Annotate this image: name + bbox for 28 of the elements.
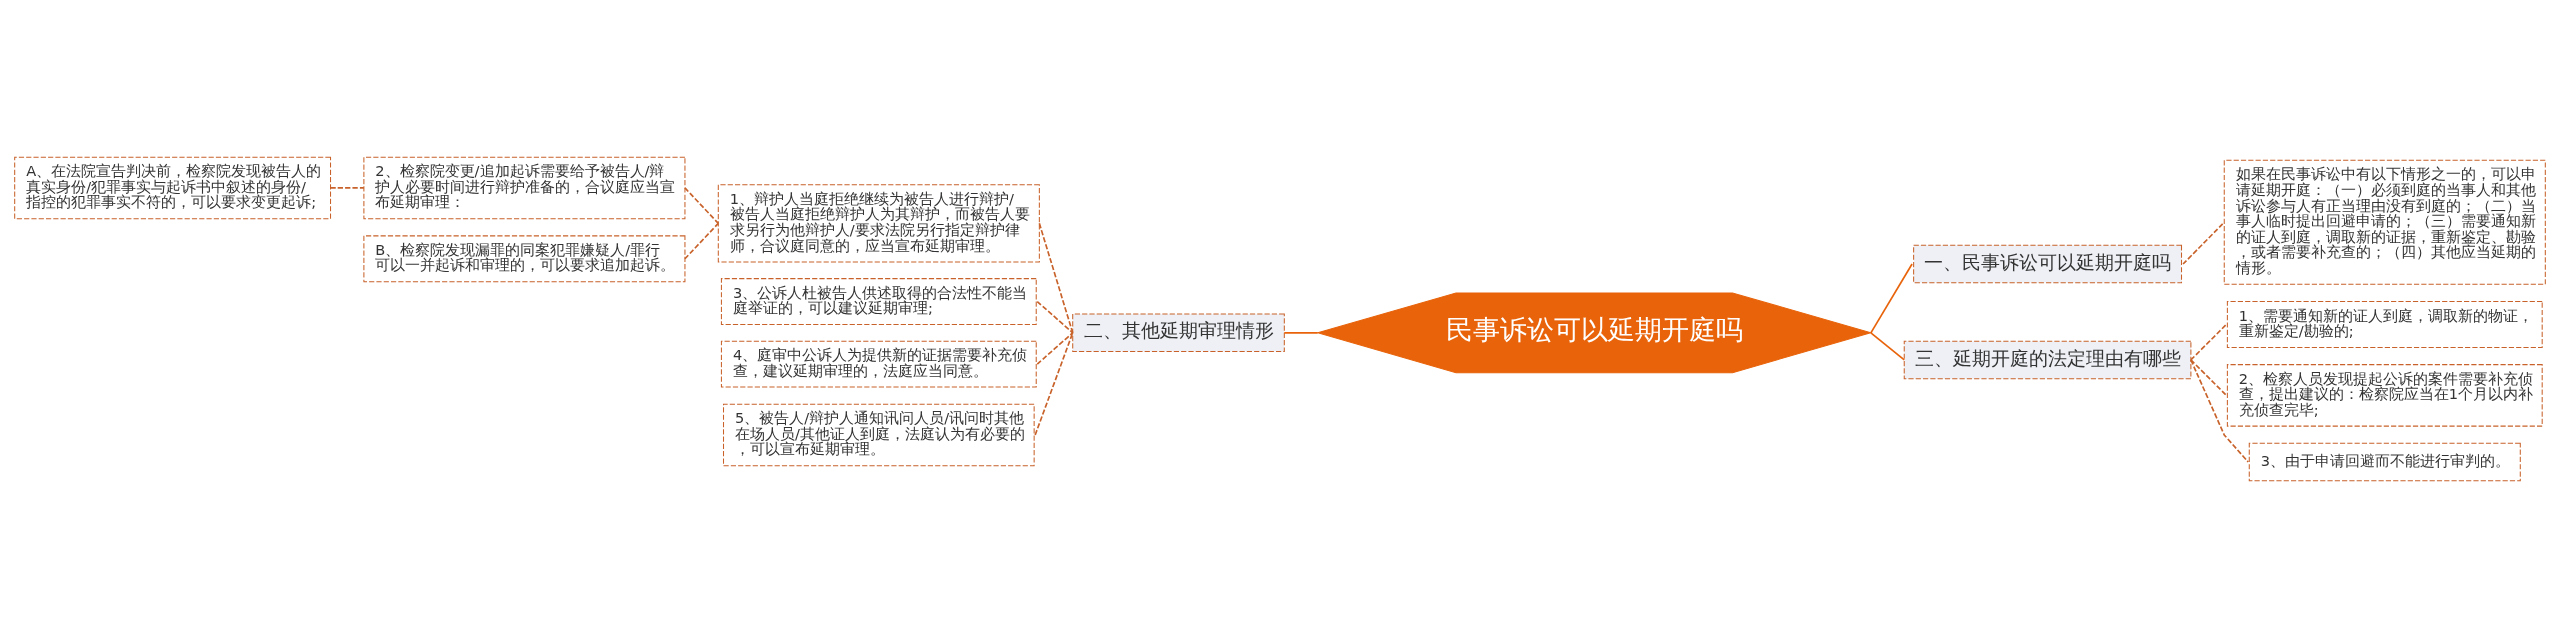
node-box: 4、庭审中公诉人为提供新的证据需要补充侦查，建议延期审理的，法庭应当同意。 — [720, 340, 1037, 388]
node-box: 3、公诉人杜被告人供述取得的合法性不能当庭举证的，可以建议延期审理; — [720, 278, 1037, 325]
connector — [1283, 331, 1319, 334]
connector — [1036, 331, 1074, 365]
node-box: B、检察院发现漏罪的同案犯罪嫌疑人/罪行可以一并起诉和审理的，可以要求追加起诉。 — [363, 235, 686, 283]
connector — [1870, 331, 1906, 361]
connector — [684, 187, 720, 225]
connector — [1036, 300, 1074, 334]
connector — [1034, 331, 1074, 436]
node-box: A、在法院宣告判决前，检察院发现被告人的真实身份/犯罪事实与起诉书中叙述的身份/指控的犯罪事实不符的，可以要求变更起诉; — [14, 156, 332, 220]
node-box: 1、需要通知新的证人到庭，调取新的物证，重新鉴定/勘验的; — [2226, 301, 2543, 348]
node-box: 3、由于申请回避而不能进行审判的。 — [2248, 442, 2521, 482]
node-box: 2、检察人员发现提起公诉的案件需要补充侦查，提出建议的：检察院应当在1个月以内补充侦查完毕; — [2226, 364, 2543, 427]
connector — [2190, 323, 2228, 361]
node-box: 1、辩护人当庭拒绝继续为被告人进行辩护/被告人当庭拒绝辩护人为其辩护，而被告人要求另行为他辩护人/要求法院另行指定辩护律师，合议庭同意的，应当宣布延期审理。 — [717, 184, 1040, 263]
node-box: 如果在民事诉讼中有以下情形之一的，可以申请延期开庭：（一）必须到庭的当事人和其他诉讼参与人有正当理由没有到庭的；（二）当事人临时提出回避申请的；（三）需要通知新的证人到庭，调取新的证据，重新鉴定、勘验，或者需要补充查的；（四）其他应当延期的情形。 — [2223, 159, 2546, 285]
node-box: 5、被告人/辩护人通知讯问人员/讯问时其他在场人员/其他证人到庭，法庭认为有必要的，可以宣布延期审理。 — [723, 403, 1035, 467]
connector — [1038, 222, 1074, 334]
connector — [1870, 263, 1913, 334]
connector — [2190, 359, 2250, 463]
connector — [2182, 221, 2226, 265]
node-box: 2、检察院变更/追加起诉需要给予被告人/辩护人必要时间进行辩护准备的，合议庭应当宣布延期审理： — [363, 156, 686, 220]
node-box: 二、其他延期审理情形 — [1072, 313, 1285, 353]
node-box: 一、民事诉讼可以延期开庭吗 — [1913, 244, 2183, 284]
connector — [2190, 359, 2228, 397]
connector — [329, 187, 365, 189]
node-box: 三、延期开庭的法定理由有哪些 — [1903, 340, 2192, 380]
connector — [684, 222, 720, 260]
